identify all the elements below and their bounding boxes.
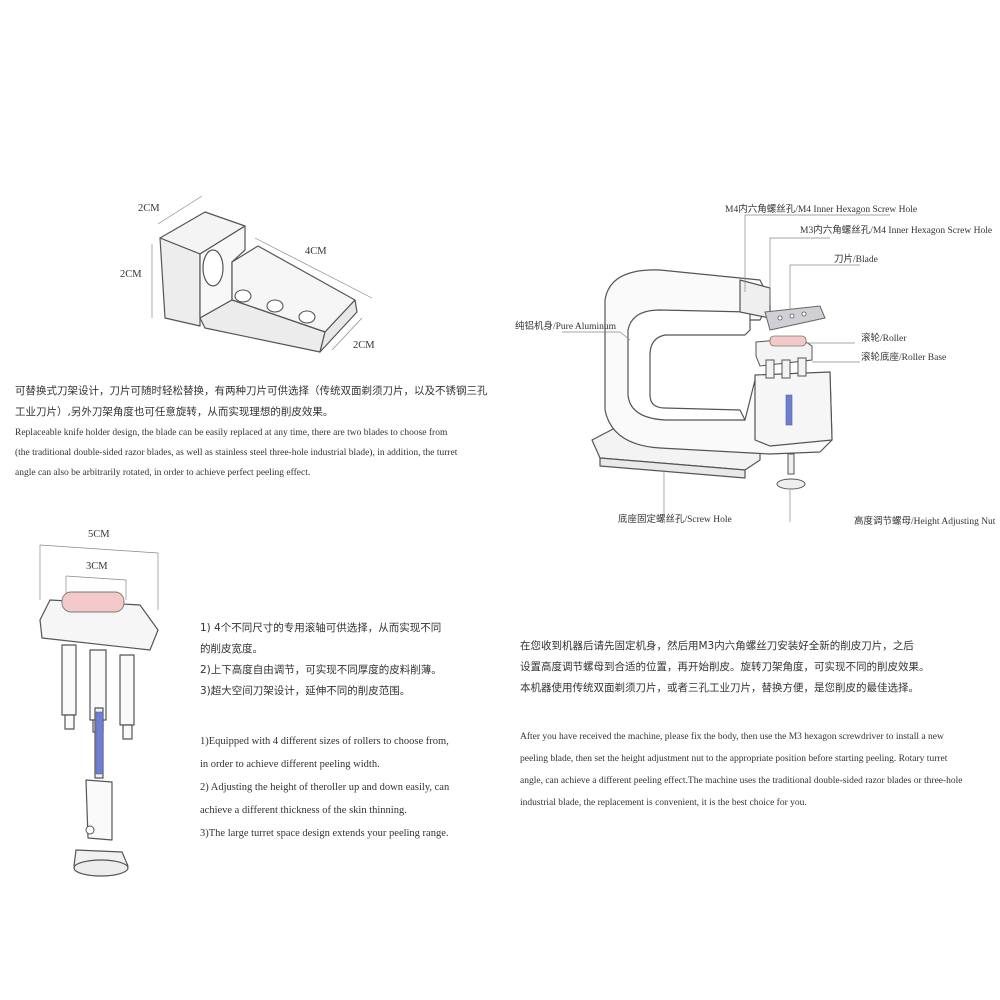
- text-line: (the traditional double-sided razor blad…: [15, 448, 458, 458]
- label-m4-hole: M4内六角螺丝孔/M4 Inner Hexagon Screw Hole: [725, 205, 918, 215]
- text-line: 2)上下高度自由调节，可实现不同厚度的皮料削薄。: [200, 664, 442, 676]
- dim-inner-3cm: 3CM: [86, 561, 108, 572]
- text-line: 2) Adjusting the height of theroller up …: [200, 782, 450, 793]
- text-line: 的削皮宽度。: [200, 643, 263, 655]
- text-line: angle can also be arbitrarily rotated, i…: [15, 468, 311, 478]
- label-m3-hole: M3内六角螺丝孔/M4 Inner Hexagon Screw Hole: [800, 226, 993, 236]
- text-line: 工业刀片）,另外刀架角度也可任意旋转，从而实现理想的削皮效果。: [15, 406, 334, 418]
- text-line: 1)Equipped with 4 different sizes of rol…: [200, 736, 449, 747]
- machine-drawing: [562, 214, 890, 522]
- knife-holder-drawing: [151, 195, 373, 353]
- label-roller-base: 滚轮底座/Roller Base: [861, 353, 947, 363]
- holder-desc-en: Replaceable knife holder design, the bla…: [15, 423, 457, 483]
- usage-en: After you have received the machine, ple…: [520, 726, 963, 814]
- text-line: 1) 4个不同尺寸的专用滚轴可供选择，从而实现不同: [200, 622, 442, 634]
- text-line: 可替换式刀架设计，刀片可随时轻松替换，有两种刀片可供选择（传统双面剃须刀片，以及…: [15, 385, 488, 397]
- text-line: industrial blade, the replacement is con…: [520, 798, 807, 808]
- label-pure-aluminum: 纯铝机身/Pure Aluminum: [515, 322, 617, 332]
- label-roller: 滚轮/Roller: [861, 334, 907, 344]
- holder-desc-zh: 可替换式刀架设计，刀片可随时轻松替换，有两种刀片可供选择（传统双面剃须刀片，以及…: [15, 381, 488, 423]
- machine-figure: M4内六角螺丝孔/M4 Inner Hexagon Screw Hole M3内…: [500, 190, 1000, 540]
- text-line: in order to achieve different peeling wi…: [200, 759, 380, 770]
- text-line: After you have received the machine, ple…: [520, 732, 944, 742]
- roller-drawing: [39, 544, 159, 877]
- label-base-screw-hole: 底座固定螺丝孔/Screw Hole: [618, 515, 732, 525]
- text-line: angle, can achieve a different peeling e…: [520, 776, 963, 786]
- dim-outer-5cm: 5CM: [88, 529, 110, 540]
- roller-figure: 5CM 3CM: [0, 520, 200, 890]
- knife-holder-figure: 2CM 2CM 4CM 2CM: [0, 0, 500, 380]
- roller-features-en: 1)Equipped with 4 different sizes of rol…: [200, 730, 449, 845]
- dim-depth-2cm: 2CM: [353, 340, 375, 351]
- usage-zh: 在您收到机器后请先固定机身，然后用M3内六角螺丝刀安装好全新的削皮刀片，之后 设…: [520, 636, 930, 699]
- roller-features-zh: 1) 4个不同尺寸的专用滚轴可供选择，从而实现不同 的削皮宽度。 2)上下高度自…: [200, 618, 442, 702]
- text-line: achieve a different thickness of the ski…: [200, 805, 407, 816]
- text-line: 在您收到机器后请先固定机身，然后用M3内六角螺丝刀安装好全新的削皮刀片，之后: [520, 640, 914, 652]
- text-line: 3)The large turret space design extends …: [200, 828, 449, 839]
- dim-top-2cm: 2CM: [138, 203, 160, 214]
- text-line: 本机器使用传统双面剃须刀片，或者三孔工业刀片，替换方便，是您削皮的最佳选择。: [520, 682, 919, 694]
- label-blade: 刀片/Blade: [834, 255, 878, 265]
- text-line: peeling blade, then set the height adjus…: [520, 754, 948, 764]
- dim-length-4cm: 4CM: [305, 246, 327, 257]
- text-line: 3)超大空间刀架设计，延伸不同的削皮范围。: [200, 685, 411, 697]
- text-line: 设置高度调节螺母到合适的位置，再开始削皮。旋转刀架角度，可实现不同的削皮效果。: [520, 661, 930, 673]
- text-line: Replaceable knife holder design, the bla…: [15, 428, 448, 438]
- label-height-nut: 高度调节螺母/Height Adjusting Nut: [854, 517, 996, 527]
- dim-side-2cm: 2CM: [120, 269, 142, 280]
